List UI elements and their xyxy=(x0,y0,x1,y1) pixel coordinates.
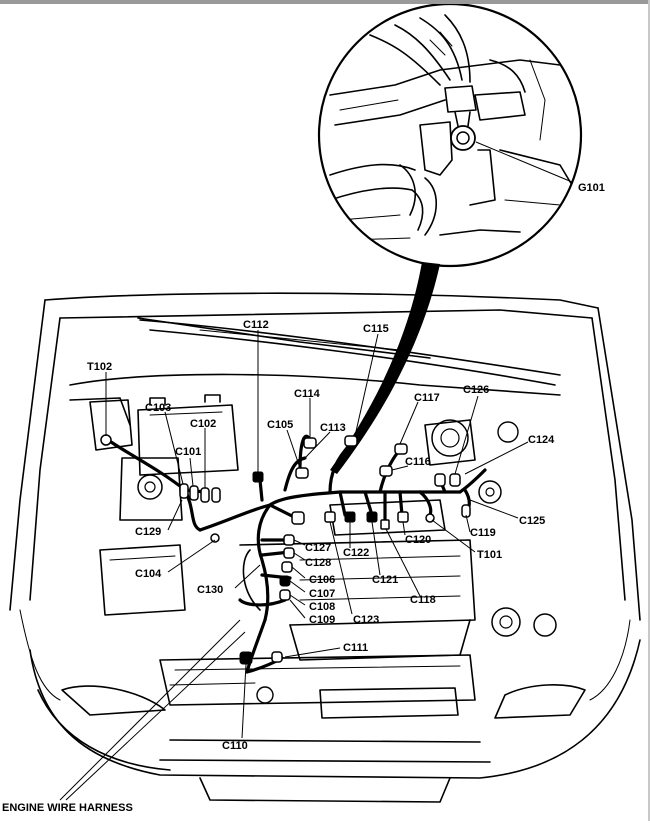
label-c110: C110 xyxy=(222,740,248,752)
label-c118: C118 xyxy=(410,594,436,606)
label-c121: C121 xyxy=(372,574,398,586)
label-c105: C105 xyxy=(267,419,293,431)
magnifier-pointer xyxy=(330,262,440,474)
label-c115: C115 xyxy=(363,323,389,335)
label-c113: C113 xyxy=(320,422,346,434)
label-c109: C109 xyxy=(309,614,335,626)
label-c116: C116 xyxy=(405,456,431,468)
label-c106: C106 xyxy=(309,574,335,586)
top-border xyxy=(0,0,650,4)
label-c107: C107 xyxy=(309,588,335,600)
label-c108: C108 xyxy=(309,601,335,613)
label-c125: C125 xyxy=(519,515,545,527)
label-c129: C129 xyxy=(135,526,161,538)
ground-detail-inset: G101 xyxy=(317,2,605,268)
label-t102: T102 xyxy=(87,361,112,373)
label-engine-wire-harness: ENGINE WIRE HARNESS xyxy=(2,802,133,814)
label-c126: C126 xyxy=(463,384,489,396)
label-c111: C111 xyxy=(343,642,368,654)
label-c117: C117 xyxy=(414,392,440,404)
engine-wire-harness xyxy=(106,434,487,674)
vehicle-outline xyxy=(9,292,641,803)
label-c104: C104 xyxy=(135,568,162,580)
label-c112: C112 xyxy=(243,319,269,331)
label-c101: C101 xyxy=(175,446,201,458)
label-c120: C120 xyxy=(405,534,431,546)
ground-label-g101: G101 xyxy=(578,182,605,194)
right-border xyxy=(648,0,650,821)
label-c114: C114 xyxy=(294,388,321,400)
label-c130: C130 xyxy=(197,584,223,596)
label-c119: C119 xyxy=(470,527,496,539)
label-c123: C123 xyxy=(353,614,379,626)
label-c102: C102 xyxy=(190,418,216,430)
label-c122: C122 xyxy=(343,547,369,559)
label-c127: C127 xyxy=(305,542,331,554)
connector-labels: T102 C112 C115 C114 C126 C103 C102 C105 … xyxy=(2,319,555,814)
label-c124: C124 xyxy=(528,434,555,446)
label-t101: T101 xyxy=(477,549,502,561)
label-leaders xyxy=(59,330,529,801)
label-c103: C103 xyxy=(145,402,171,414)
label-c128: C128 xyxy=(305,557,331,569)
